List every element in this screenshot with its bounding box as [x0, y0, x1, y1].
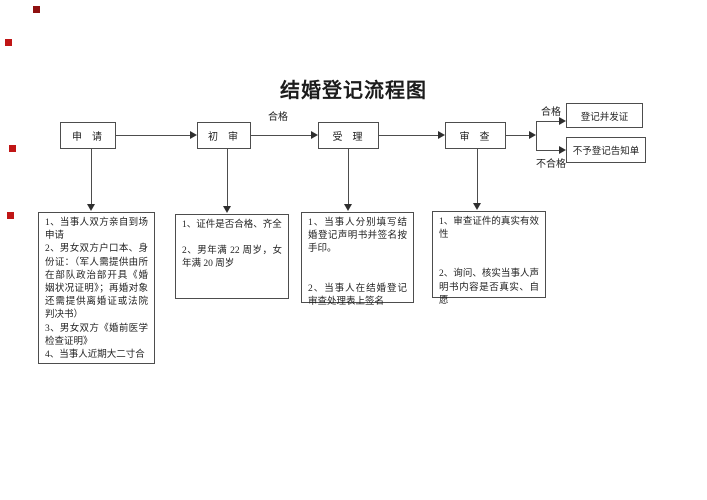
detail-item: 1、审查证件的真实有效性: [439, 217, 539, 241]
connector-line: [506, 135, 530, 136]
arrow-down-icon: [223, 206, 231, 213]
arrow-right-icon: [311, 131, 318, 139]
drop-line: [348, 149, 349, 205]
detail-item: 4、当事人近期大二寸合: [45, 350, 145, 361]
step-label: 查: [479, 132, 492, 143]
edge-label-pass-mid: 合格: [268, 112, 288, 123]
outcome-box-no-register-notice: 不予登记告知单: [566, 137, 646, 163]
branch-junction-line: [536, 121, 537, 151]
arrow-right-icon: [559, 117, 566, 125]
detail-box-initial-review: 1、证件是否合格、齐全 2、男年满 22 周岁，女年满 20 周岁: [175, 214, 289, 299]
red-artifact-mark: [5, 39, 12, 46]
red-artifact-mark: [9, 145, 16, 152]
step-label: 受: [332, 132, 345, 143]
detail-item: 2、当事人在结婚登记审查处理表上签名: [308, 283, 407, 307]
arrow-right-icon: [559, 146, 566, 154]
connector-line: [251, 135, 312, 136]
page-title: 结婚登记流程图: [280, 80, 427, 102]
step-label: 审: [228, 132, 240, 143]
detail-item: 2、男女双方户口本、身份证：（军人需提供由所在部队政治部开具《婚姻状况证明》；再…: [45, 244, 148, 321]
detail-box-accept: 1、当事人分别填写结婚登记声明书并签名按手印。 2、当事人在结婚登记审查处理表上…: [301, 212, 414, 307]
step-label: 理: [352, 132, 365, 143]
detail-item: 1、当事人双方亲自到场申请: [45, 218, 148, 242]
step-label: 审: [459, 132, 472, 143]
step-box-apply: 申请: [60, 122, 116, 149]
step-box-accept: 受理: [318, 122, 379, 149]
connector-line: [116, 135, 191, 136]
outcome-box-register-issue: 登记并发证: [566, 103, 643, 128]
step-box-initial-review: 初审: [197, 122, 251, 149]
branch-fail-line: [536, 150, 560, 151]
detail-item: 3、男女双方《婚前医学检查证明》: [45, 323, 148, 347]
arrow-right-icon: [529, 131, 536, 139]
detail-item: 1、当事人分别填写结婚登记声明书并签名按手印。: [308, 218, 407, 255]
drop-line: [91, 149, 92, 205]
edge-label-fail: 不合格: [536, 159, 566, 170]
step-box-examine: 审查: [445, 122, 506, 149]
outcome-label: 不予登记告知单: [572, 147, 640, 157]
detail-box-examine: 1、审查证件的真实有效性 2、询问、核实当事人声明书内容是否真实、自愿: [432, 211, 546, 306]
step-label: 初: [208, 132, 220, 143]
connector-line: [379, 135, 439, 136]
red-artifact-mark: [7, 212, 14, 219]
arrow-right-icon: [438, 131, 445, 139]
arrow-right-icon: [190, 131, 197, 139]
drop-line: [227, 149, 228, 207]
arrow-down-icon: [87, 204, 95, 211]
step-label: 申: [72, 132, 84, 143]
step-label: 请: [92, 132, 104, 143]
branch-pass-line: [536, 121, 560, 122]
detail-item: 1、证件是否合格、齐全: [182, 220, 282, 230]
arrow-down-icon: [473, 203, 481, 210]
edge-label-pass: 合格: [541, 107, 561, 118]
detail-item: 2、男年满 22 周岁，女年满 20 周岁: [182, 246, 282, 270]
red-artifact-mark: [33, 6, 40, 13]
outcome-label: 登记并发证: [580, 112, 629, 123]
drop-line: [477, 149, 478, 204]
detail-item: 2、询问、核实当事人声明书内容是否真实、自愿: [439, 269, 539, 306]
detail-box-apply: 1、当事人双方亲自到场申请 2、男女双方户口本、身份证：（军人需提供由所在部队政…: [38, 212, 155, 364]
arrow-down-icon: [344, 204, 352, 211]
